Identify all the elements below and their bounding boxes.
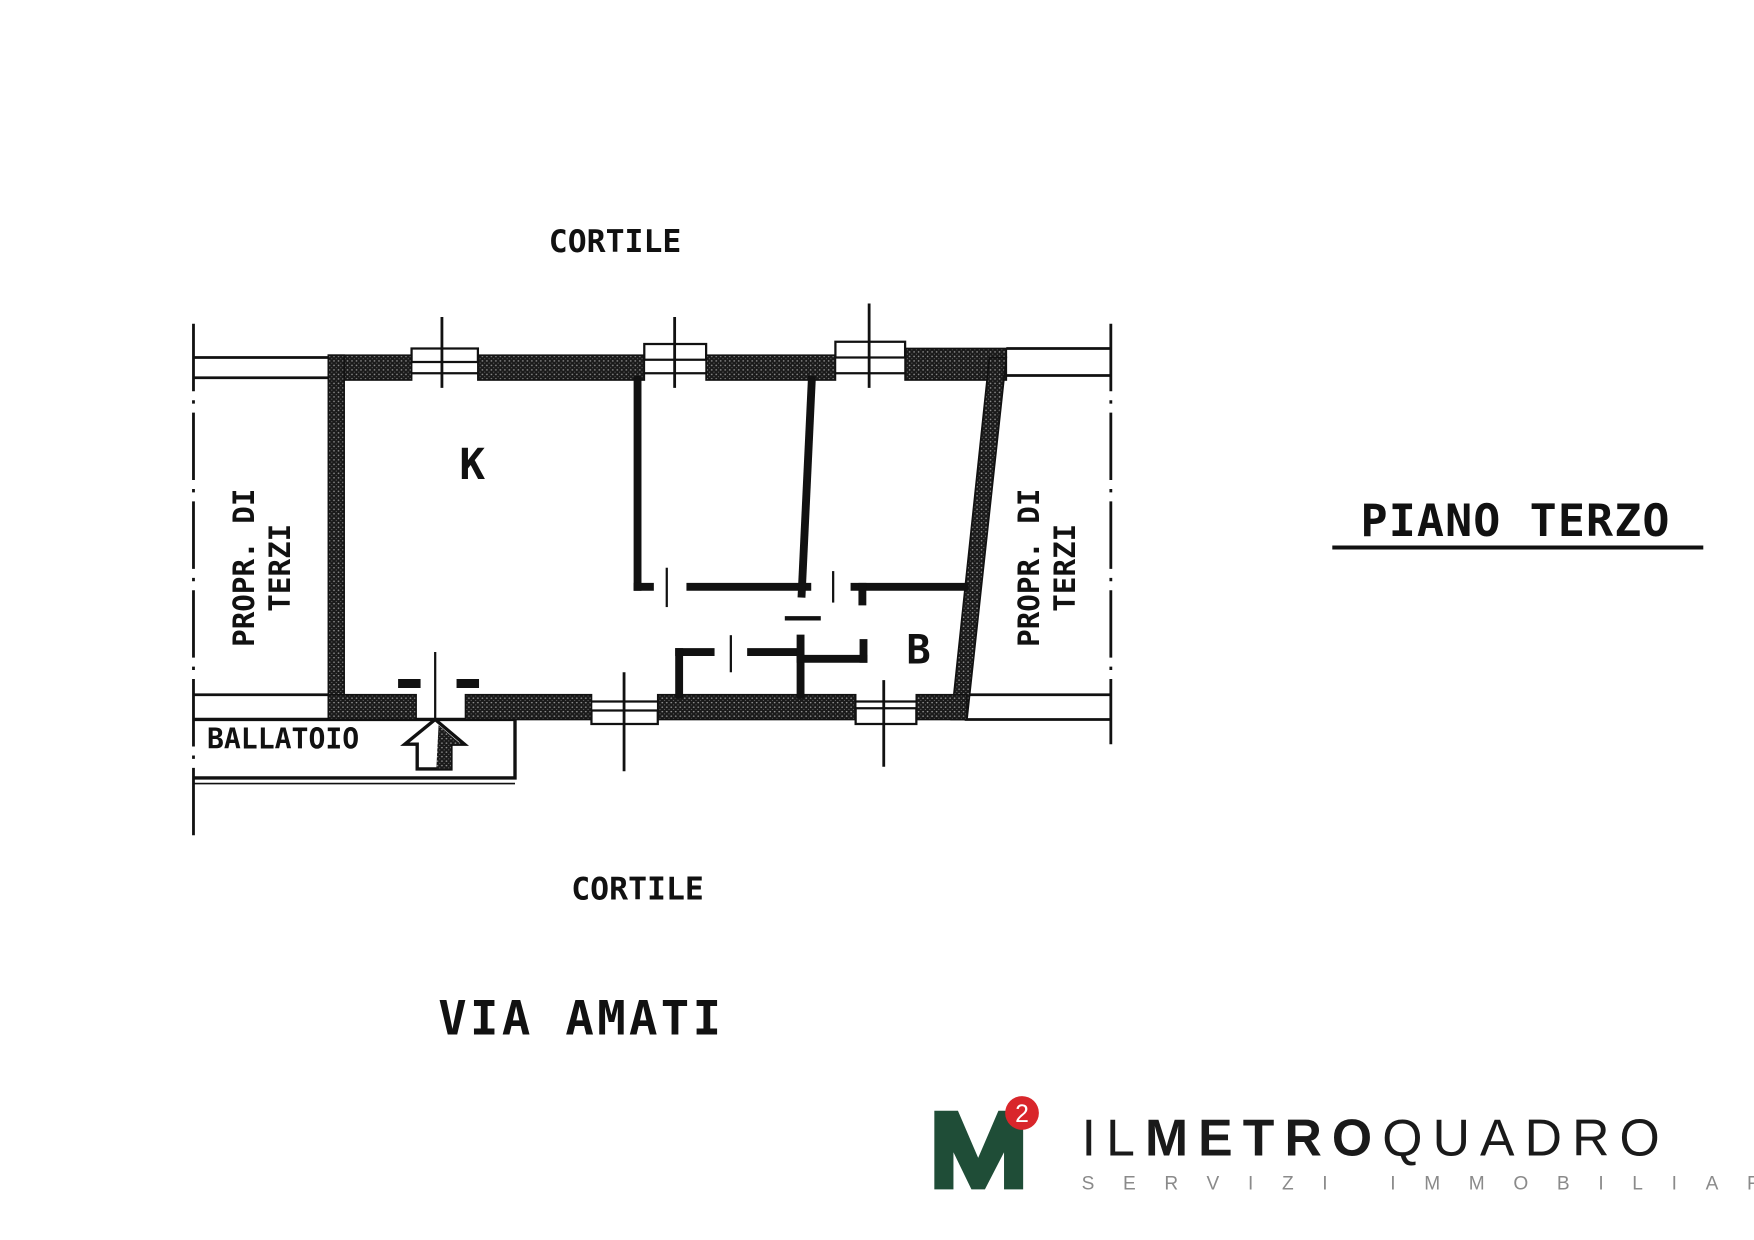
windows: [410, 303, 918, 772]
svg-text:PROPR. DI: PROPR. DI: [227, 489, 261, 647]
neighbor-left-label: PROPR. DI TERZI: [227, 489, 297, 647]
courtyard-top-label: CORTILE: [549, 224, 682, 260]
logo-mark-superscript: 2: [1015, 1101, 1029, 1128]
exterior-walls: [327, 347, 1008, 721]
logo-wordmark: ILMETROQUADRO: [1082, 1109, 1670, 1167]
svg-text:TERZI: TERZI: [263, 524, 297, 612]
balcony-label: BALLATOIO: [207, 723, 359, 756]
street-label: VIA AMATI: [438, 991, 724, 1046]
interior-walls: [398, 375, 969, 699]
door-marks: [434, 567, 835, 720]
company-logo: 2 ILMETROQUADRO SERVIZI IMMOBILIARI: [934, 1096, 1754, 1194]
logo-mark-icon: 2: [934, 1096, 1039, 1190]
logo-tagline: SERVIZI IMMOBILIARI: [1082, 1173, 1754, 1194]
svg-text:TERZI: TERZI: [1048, 524, 1082, 612]
svg-text:PROPR. DI: PROPR. DI: [1012, 489, 1046, 647]
floor-title: PIANO TERZO: [1361, 494, 1671, 547]
entrance-arrow-icon: [400, 717, 470, 771]
neighbor-right-label: PROPR. DI TERZI: [1012, 489, 1082, 647]
room-label-bath: B: [906, 625, 930, 673]
courtyard-bottom-label: CORTILE: [571, 871, 704, 907]
room-label-kitchen: K: [459, 440, 485, 490]
